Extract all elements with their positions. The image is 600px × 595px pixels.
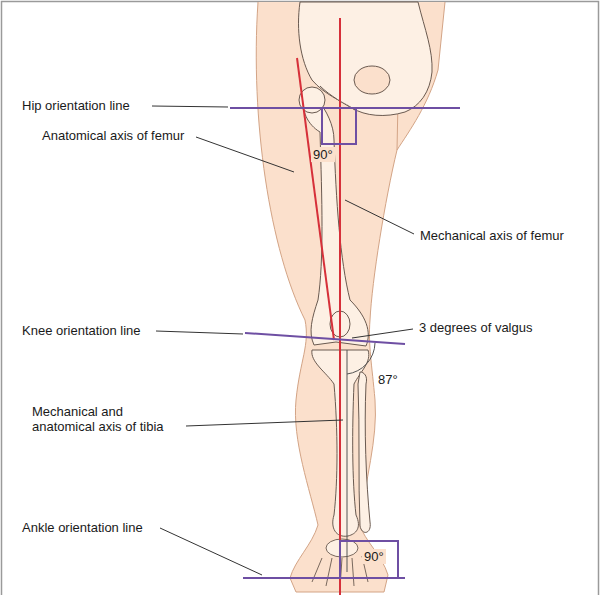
- callout-label: Knee orientation line: [20, 323, 143, 338]
- femur-bone: [299, 87, 368, 346]
- leader-lines: [152, 106, 414, 575]
- tibia-fibula-bones: [312, 350, 370, 536]
- angle-arc: [347, 343, 375, 374]
- pelvis-bone: [299, 2, 433, 115]
- callout-label: Mechanical and anatomical axis of tibia: [30, 404, 186, 434]
- callout-label: Mechanical axis of femur: [418, 228, 566, 243]
- callout-label: Anatomical axis of femur: [40, 128, 186, 143]
- orientation-lines: [230, 108, 460, 578]
- callout-label: 87°: [376, 372, 400, 387]
- callout-label: Hip orientation line: [20, 98, 132, 113]
- callout-label: 90°: [311, 147, 335, 162]
- callout-label: 90°: [362, 549, 386, 564]
- tibia-axis-line: [347, 350, 348, 572]
- mechanical-axis-line: [339, 18, 341, 595]
- callout-label: Ankle orientation line: [20, 520, 145, 535]
- leg-skin: [256, 2, 445, 592]
- callout-label: 3 degrees of valgus: [417, 320, 534, 335]
- anatomical-axis-line: [297, 58, 334, 340]
